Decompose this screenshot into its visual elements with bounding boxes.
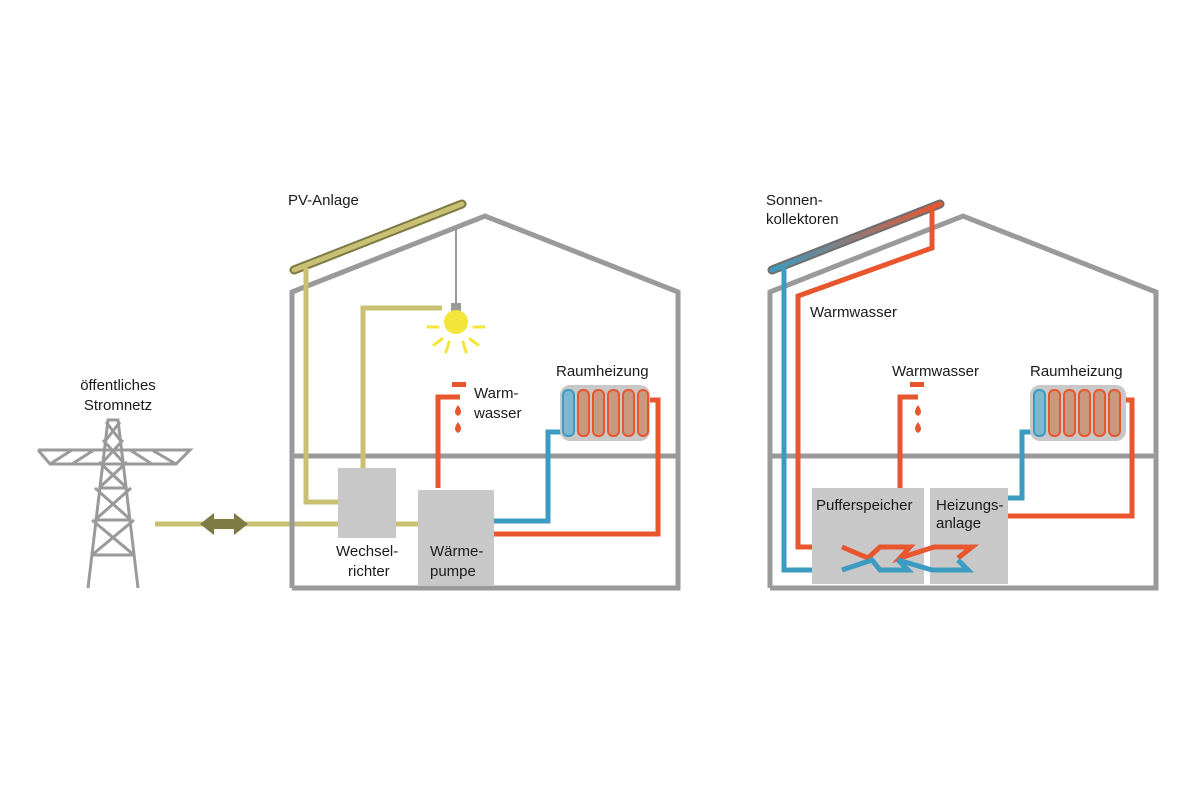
- collector-label-line1: Sonnen-: [766, 192, 823, 209]
- heating-return-pipe-left: [494, 429, 562, 524]
- collector-label-line2: kollektoren: [766, 211, 839, 228]
- warmwater-pipe-label: Warmwasser: [810, 304, 897, 321]
- heating-supply-pipe-right: [1008, 397, 1135, 519]
- heatpump-label-line1: Wärme-: [430, 543, 483, 560]
- radiator-icon: [1030, 385, 1126, 441]
- warmwater-label-line1: Warm-: [474, 385, 518, 402]
- house-right: [767, 213, 1159, 591]
- heatpump-label-line2: pumpe: [430, 563, 476, 580]
- warmwater-label-line2: wasser: [473, 405, 522, 422]
- inverter-to-bulb-line: [360, 305, 442, 472]
- heating-return-pipe-right: [1008, 429, 1034, 501]
- grid-label-line1: öffentliches: [80, 377, 156, 394]
- heating-label-right: Raumheizung: [1030, 363, 1123, 380]
- pv-label: PV-Anlage: [288, 192, 359, 209]
- heat-exchanger-hot: [841, 544, 980, 564]
- heatpump-box: [418, 490, 494, 586]
- buffer-label: Pufferspeicher: [816, 497, 912, 514]
- heating-label-left: Raumheizung: [556, 363, 649, 380]
- grid-label-line2: Stromnetz: [84, 397, 152, 414]
- house-left: [289, 213, 681, 591]
- pv-to-inverter-line: [303, 268, 340, 505]
- water-tap-icon: [910, 382, 924, 433]
- warmwater-pipe-left: [435, 394, 460, 488]
- inverter-label-line1: Wechsel-: [336, 543, 398, 560]
- boiler-label-line1: Heizungs-: [936, 497, 1004, 514]
- water-tap-icon: [452, 382, 466, 433]
- pv-panel: [289, 199, 467, 275]
- boiler-label-line2: anlage: [936, 515, 981, 532]
- warmwater-pipe-right: [897, 394, 918, 488]
- double-arrow-icon: [200, 513, 248, 535]
- radiator-icon: [560, 385, 650, 441]
- light-bulb-icon: [426, 303, 486, 354]
- pylon-icon: [36, 418, 194, 589]
- solar-collector: [767, 199, 945, 275]
- inverter-box: [338, 468, 396, 538]
- inverter-label-line2: richter: [348, 563, 390, 580]
- warmwater-tap-label: Warmwasser: [892, 363, 979, 380]
- heating-supply-pipe-left: [494, 397, 661, 537]
- heat-exchanger-cold: [841, 557, 975, 573]
